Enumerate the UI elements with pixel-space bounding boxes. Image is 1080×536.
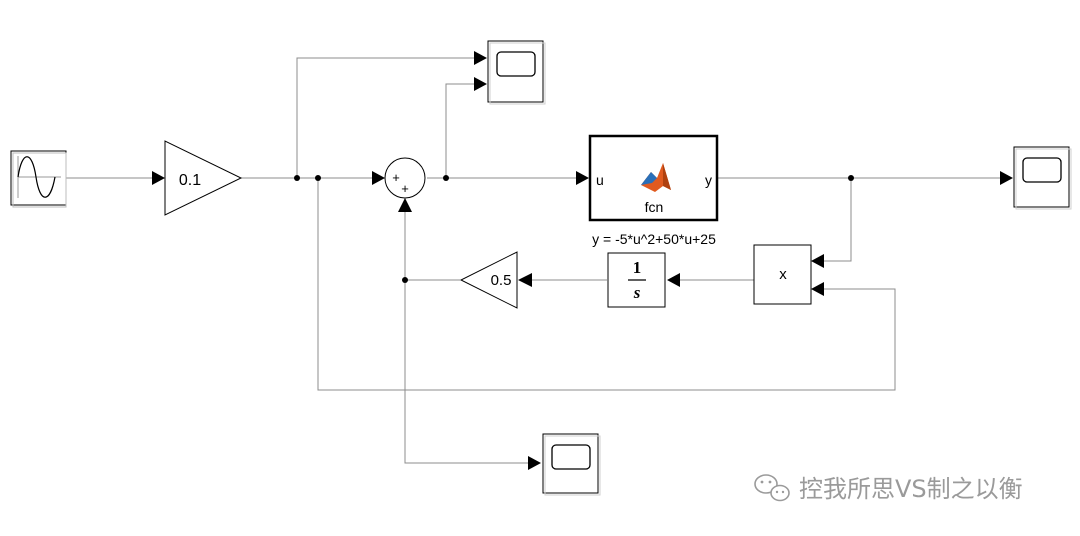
- arrowheads: [152, 51, 1013, 470]
- sine-wave-block[interactable]: [10, 150, 67, 208]
- wire-branch-to-product-1[interactable]: [824, 178, 852, 262]
- watermark-text: 控我所思VS制之以衡: [799, 475, 1023, 503]
- wire-branch-to-scope-top-2[interactable]: [445, 83, 474, 178]
- arrow-scope-right-in: [1000, 171, 1013, 185]
- wechat-icon: [754, 474, 790, 502]
- arrow-gain1-in: [152, 171, 165, 185]
- arrow-fcn-in: [576, 171, 589, 185]
- arrow-sum-in2: [398, 198, 412, 212]
- gain-label: 0.1: [179, 172, 201, 189]
- sum-sign-2: +: [401, 181, 409, 196]
- scope-right[interactable]: [1013, 146, 1072, 210]
- product-block[interactable]: x: [753, 244, 812, 305]
- branch-point: [443, 175, 449, 181]
- gain-block-0.1[interactable]: 0.1: [164, 140, 243, 216]
- fcn-name-label: fcn: [645, 199, 664, 215]
- branch-point: [402, 277, 408, 283]
- watermark: 控我所思VS制之以衡: [754, 474, 1023, 503]
- gain-label: 0.5: [491, 272, 512, 289]
- scope-screen-icon: [551, 444, 591, 470]
- branch-point: [294, 175, 300, 181]
- branch-points: [294, 175, 854, 283]
- fcn-output-port-label: y: [705, 172, 712, 188]
- arrow-product-in1: [811, 254, 824, 268]
- scope-screen-icon: [496, 51, 536, 77]
- branch-point: [848, 175, 854, 181]
- product-label: x: [779, 266, 787, 283]
- wire-feedback-to-scope-bottom[interactable]: [404, 280, 528, 464]
- integrator-numerator: 1: [633, 258, 642, 277]
- wire-branch-to-scope-top-1[interactable]: [296, 57, 474, 178]
- arrow-scope-top-in1: [474, 51, 487, 65]
- gain-block-0.5[interactable]: 0.5: [459, 251, 518, 309]
- arrow-scope-top-in2: [474, 77, 487, 91]
- branch-point: [315, 175, 321, 181]
- matlab-logo-icon: [641, 163, 671, 192]
- signal-lines: [66, 57, 1000, 464]
- arrow-scope-bottom-in: [528, 456, 541, 470]
- sum-sign-1: +: [392, 170, 400, 185]
- fcn-equation-label: y = -5*u^2+50*u+25: [592, 231, 716, 247]
- matlab-function-block[interactable]: u y fcn: [588, 134, 719, 222]
- scope-screen-icon: [1022, 157, 1062, 183]
- arrow-gain2-in: [518, 273, 532, 287]
- sum-block[interactable]: + +: [384, 157, 426, 199]
- scope-top[interactable]: [487, 40, 546, 105]
- integrator-block[interactable]: 1 s: [607, 252, 666, 308]
- sine-wave-icon: [17, 156, 56, 198]
- integrator-denominator: s: [633, 283, 641, 302]
- arrow-product-in2: [811, 282, 824, 296]
- fcn-input-port-label: u: [596, 172, 604, 188]
- arrow-integrator-in: [667, 273, 680, 287]
- wire-branch-to-product-2[interactable]: [317, 178, 896, 391]
- arrow-sum-in1: [372, 171, 385, 185]
- scope-bottom[interactable]: [542, 433, 601, 496]
